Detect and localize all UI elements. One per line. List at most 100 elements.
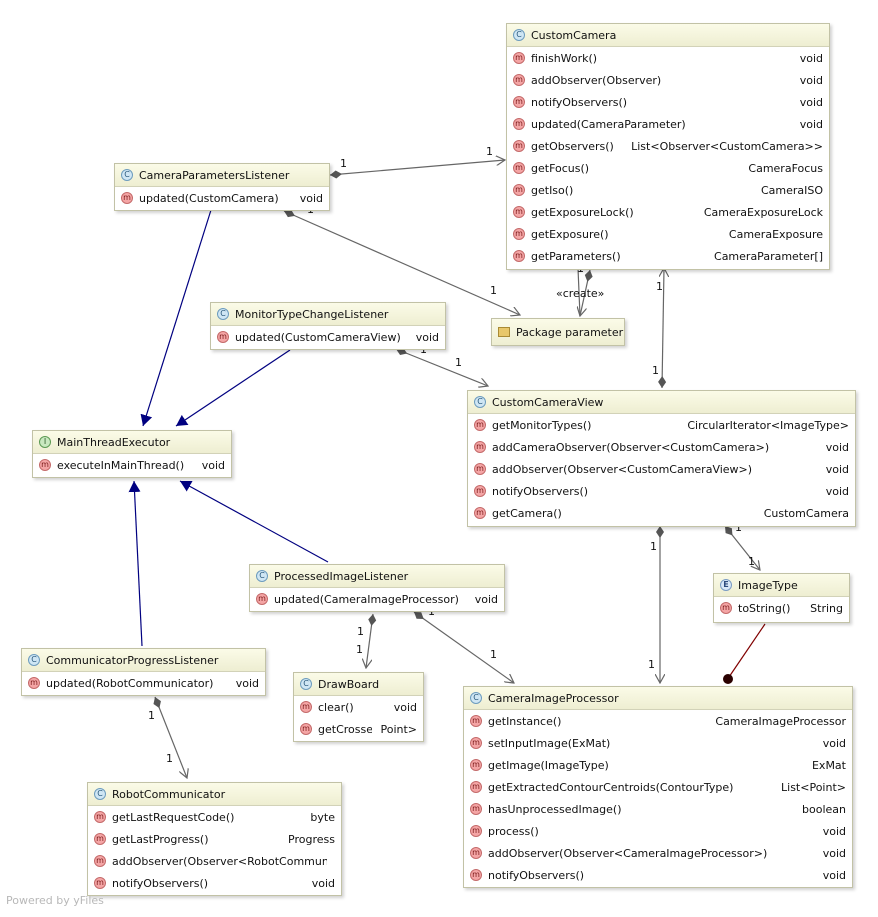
multiplicity-label: 1 — [490, 648, 497, 661]
class-header: C CustomCamera — [507, 24, 829, 47]
method-name: getLastProgress() — [112, 832, 209, 846]
method-icon: m — [470, 847, 482, 859]
method-return: Progress — [288, 832, 335, 846]
class-icon: C — [470, 692, 482, 704]
method-name: clear() — [318, 700, 354, 714]
method-icon: m — [470, 759, 482, 771]
method-return: void — [201, 458, 225, 472]
inheritance-edge — [179, 480, 329, 563]
method-icon: m — [474, 507, 486, 519]
method-return: CameraExposure — [728, 227, 823, 241]
class-title: CustomCamera — [531, 28, 617, 42]
method-return: void — [825, 440, 849, 454]
method-icon: m — [94, 877, 106, 889]
method-icon: m — [39, 459, 51, 471]
method-name: hasUnprocessedImage() — [488, 802, 622, 816]
method-return: void — [235, 676, 259, 690]
package-title: Package parameter — [516, 325, 624, 339]
method-icon: m — [720, 602, 732, 614]
method-icon: m — [217, 331, 229, 343]
method-icon: m — [513, 74, 525, 86]
stereotype-label: «create» — [556, 287, 605, 300]
multiplicity-label: 1 — [735, 521, 742, 534]
multiplicity-label: 1 — [652, 364, 659, 377]
association-edge — [395, 349, 488, 386]
method-return: void — [822, 868, 846, 882]
method-name: notifyObservers() — [492, 484, 589, 498]
method-name: updated(CustomCamera) — [139, 191, 279, 205]
interface-icon: I — [39, 436, 51, 448]
package-parameter[interactable]: Package parameter — [491, 318, 625, 346]
class-icon: C — [217, 308, 229, 320]
class-title: ImageType — [738, 578, 798, 592]
package-icon — [498, 327, 510, 337]
method-return: void — [825, 462, 849, 476]
method-icon: m — [513, 96, 525, 108]
method-return: void — [311, 876, 335, 890]
method-return: void — [822, 736, 846, 750]
class-icon: C — [300, 678, 312, 690]
multiplicity-label: 1 — [748, 555, 755, 568]
method-return: CustomCamera — [763, 506, 849, 520]
method-return: void — [393, 700, 417, 714]
association-edge — [413, 611, 514, 683]
method-row[interactable]: m addObserver(Observer<CustomCameraView>)… — [468, 458, 855, 480]
method-icon: m — [474, 463, 486, 475]
method-row[interactable]: mgetCrosses()Point> — [294, 718, 423, 740]
class-icon: C — [513, 29, 525, 41]
method-row[interactable]: maddObserver(Observer<RobotCommunicator>… — [88, 850, 341, 872]
class-icon: C — [256, 570, 268, 582]
method-name: addObserver(Observer<CustomCameraView>) — [492, 462, 753, 476]
association-edge — [155, 696, 187, 778]
method-return: CameraExposureLock — [703, 205, 823, 219]
class-title: CameraParametersListener — [139, 168, 290, 182]
class-icon: C — [474, 396, 486, 408]
association-edge — [724, 525, 760, 570]
